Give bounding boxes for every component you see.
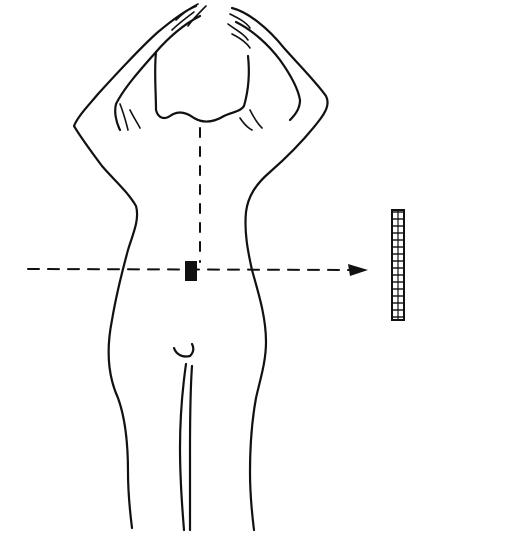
beam-arrowhead — [348, 264, 368, 276]
figure-inner-left-leg — [180, 364, 186, 530]
figure-inner-right-leg — [190, 366, 192, 530]
beam-dashed-line — [28, 269, 355, 270]
human-figure — [74, 4, 328, 530]
figure-hair — [155, 52, 249, 122]
source-marker — [185, 261, 197, 281]
figure-left-contour — [74, 6, 196, 528]
beam-arrow — [28, 264, 368, 276]
detector-strip — [392, 210, 404, 320]
figure-right-hand — [228, 14, 250, 48]
figure-buttock-crease — [174, 344, 193, 357]
